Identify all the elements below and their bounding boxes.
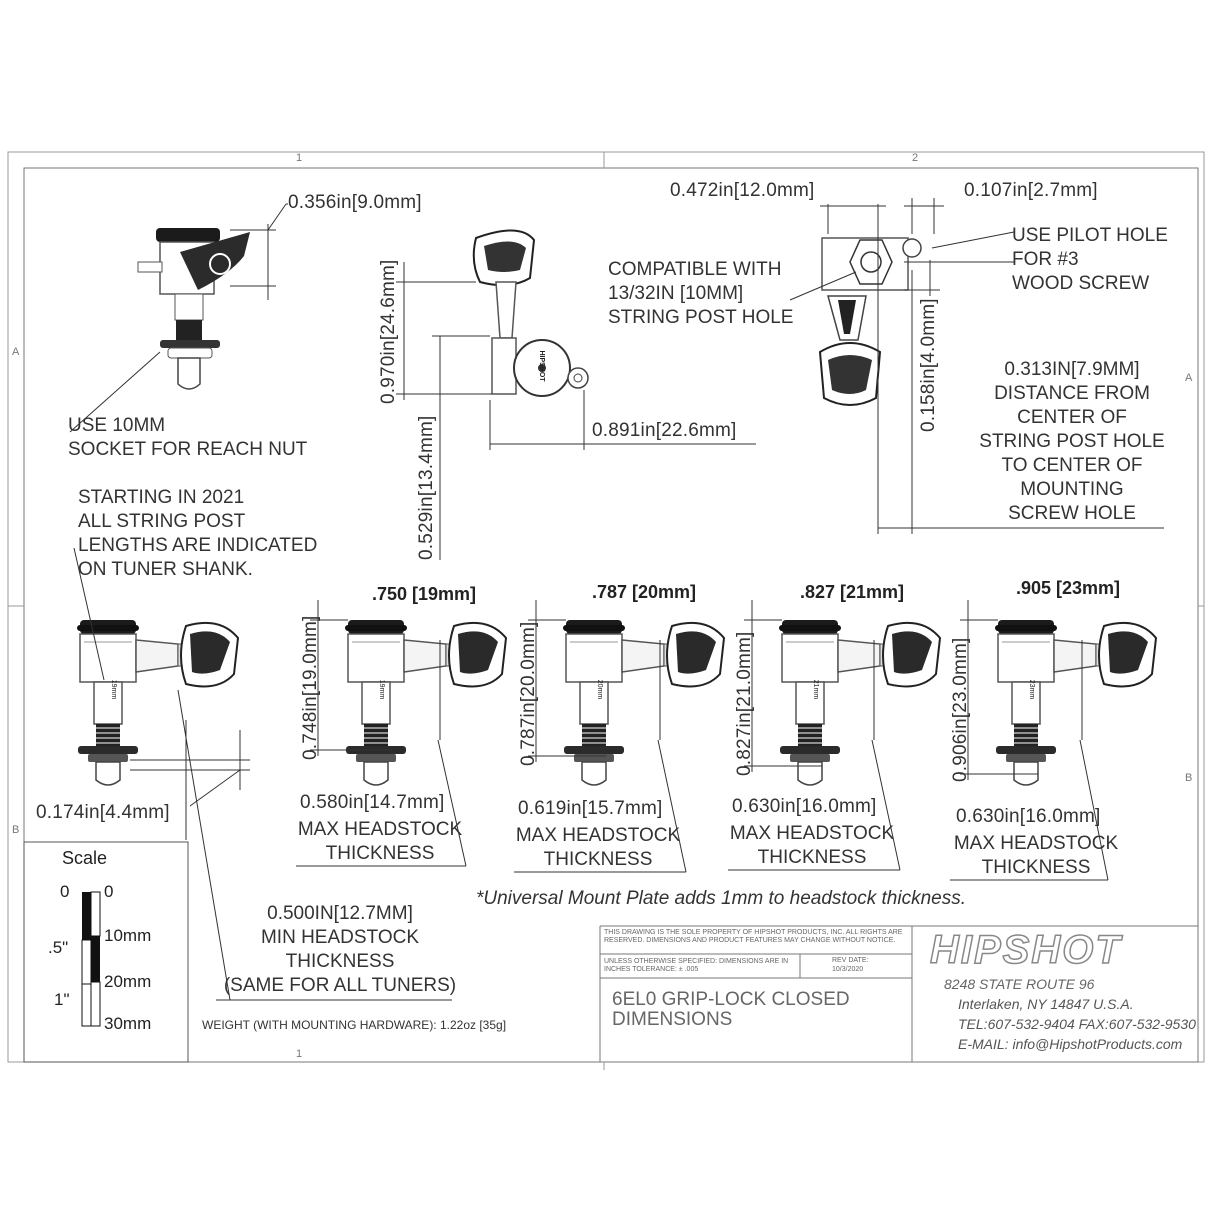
dim-nut-height: 0.174in[4.4mm]	[36, 802, 170, 823]
dim-headstock-1: 0.580in[14.7mm]	[300, 792, 445, 813]
tuner-side-top-view	[472, 229, 589, 397]
note-max-headstock-1: MAX HEADSTOCK THICKNESS	[297, 819, 463, 864]
note-universal-plate: *Universal Mount Plate adds 1mm to heads…	[476, 888, 967, 909]
tuner-back-view	[818, 237, 922, 406]
scale-mm-0: 0	[104, 882, 114, 901]
address-line-2: Interlaken, NY 14847 U.S.A.	[958, 996, 1134, 1012]
title-tolerance: UNLESS OTHERWISE SPECIFIED: DIMENSIONS A…	[604, 958, 789, 973]
shank-mark-5: 23mm	[1028, 679, 1036, 700]
scale-mm-30: 30mm	[104, 1014, 152, 1033]
dim-reach-nut: 0.356in[9.0mm]	[288, 192, 422, 213]
note-pilot-hole: USE PILOT HOLE FOR #3 WOOD SCREW	[1012, 225, 1168, 294]
note-weight: WEIGHT (WITH MOUNTING HARDWARE): 1.22oz …	[202, 1018, 507, 1032]
address-line-1: 8248 STATE ROUTE 96	[944, 976, 1095, 992]
title-rev-label: REV DATE:	[832, 957, 869, 964]
tuner-front-view	[137, 228, 250, 390]
note-max-headstock-2: MAX HEADSTOCK THICKNESS	[515, 825, 681, 870]
note-distance: 0.313in[7.9mm] DISTANCE FROM CENTER OF S…	[979, 359, 1165, 524]
zone-mark-right-b: B	[1185, 772, 1193, 784]
tuner-side-5	[994, 619, 1157, 786]
note-socket: USE 10MM SOCKET FOR REACH NUT	[68, 415, 308, 460]
scale-mm-10: 10mm	[104, 926, 152, 945]
scale-in-5: .5"	[48, 938, 69, 957]
post-header-4: .905 [23mm]	[1016, 578, 1121, 598]
dim-height-lower: 0.529in[13.4mm]	[416, 415, 437, 560]
title-drawing-name: 6EL0 GRIP-LOCK CLOSED DIMENSIONS	[612, 989, 850, 1030]
tuner-side-3	[562, 619, 725, 786]
dim-width-side: 0.891in[22.6mm]	[592, 420, 737, 441]
scale-in-0: 0	[60, 882, 70, 901]
shank-mark-1: 19mm	[110, 679, 118, 700]
zone-mark-right-a: A	[1185, 372, 1193, 384]
dim-headstock-4: 0.630in[16.0mm]	[956, 806, 1101, 827]
shank-mark-3: 20mm	[596, 679, 604, 700]
hipshot-logo: HIPSHOT	[929, 927, 1122, 973]
dim-width-back: 0.472in[12.0mm]	[670, 180, 815, 201]
scale-mm-20: 20mm	[104, 972, 152, 991]
note-starting-2021: STARTING IN 2021 ALL STRING POST LENGTHS…	[78, 487, 318, 580]
post-header-1: .750 [19mm]	[372, 584, 477, 604]
scale-title: Scale	[62, 848, 108, 868]
phone-line: TEL:607-532-9404 FAX:607-532-9530	[958, 1016, 1196, 1032]
tuner-side-2	[344, 619, 507, 786]
note-compatible: COMPATIBLE WITH 13/32in [10mm] STRING PO…	[608, 259, 794, 328]
post-header-3: .827 [21mm]	[800, 582, 905, 602]
dim-pilot-offset: 0.107in[2.7mm]	[964, 180, 1098, 201]
zone-mark-bottom-1: 1	[296, 1048, 303, 1060]
title-rev-date: 10/3/2020	[832, 966, 864, 973]
dim-post-1: 0.748in[19.0mm]	[300, 615, 321, 760]
zone-mark-left-b: B	[12, 824, 20, 836]
shank-mark-4: 21mm	[812, 679, 820, 700]
zone-mark-top-2: 2	[912, 152, 919, 164]
scale-bar	[81, 891, 101, 1027]
email-line: E-MAIL: info@HipshotProducts.com	[958, 1036, 1183, 1052]
post-header-2: .787 [20mm]	[592, 582, 697, 602]
note-max-headstock-3: MAX HEADSTOCK THICKNESS	[729, 823, 895, 868]
dim-headstock-3: 0.630in[16.0mm]	[732, 796, 877, 817]
note-max-headstock-4: MAX HEADSTOCK THICKNESS	[953, 833, 1119, 878]
shank-mark-2: 19mm	[378, 679, 386, 700]
dim-headstock-2: 0.619in[15.7mm]	[518, 798, 663, 819]
dim-post-2: 0.787in[20.0mm]	[518, 621, 539, 766]
dim-height-total: 0.970in[24.6mm]	[378, 259, 399, 404]
title-disclaimer: THIS DRAWING IS THE SOLE PROPERTY OF HIP…	[604, 929, 903, 944]
knob-logo: HIPSHOT	[538, 350, 546, 382]
dim-pilot-vertical: 0.158in[4.0mm]	[918, 298, 939, 432]
scale-in-1: 1"	[54, 990, 70, 1009]
dim-post-3: 0.827in[21.0mm]	[734, 631, 755, 776]
zone-mark-top-1: 1	[296, 152, 303, 164]
dim-post-4: 0.906in[23.0mm]	[950, 637, 971, 782]
zone-mark-left-a: A	[12, 346, 20, 358]
tuner-side-4	[778, 619, 941, 786]
note-min-headstock: 0.500in[12.7mm] MIN HEADSTOCK THICKNESS …	[223, 903, 457, 996]
